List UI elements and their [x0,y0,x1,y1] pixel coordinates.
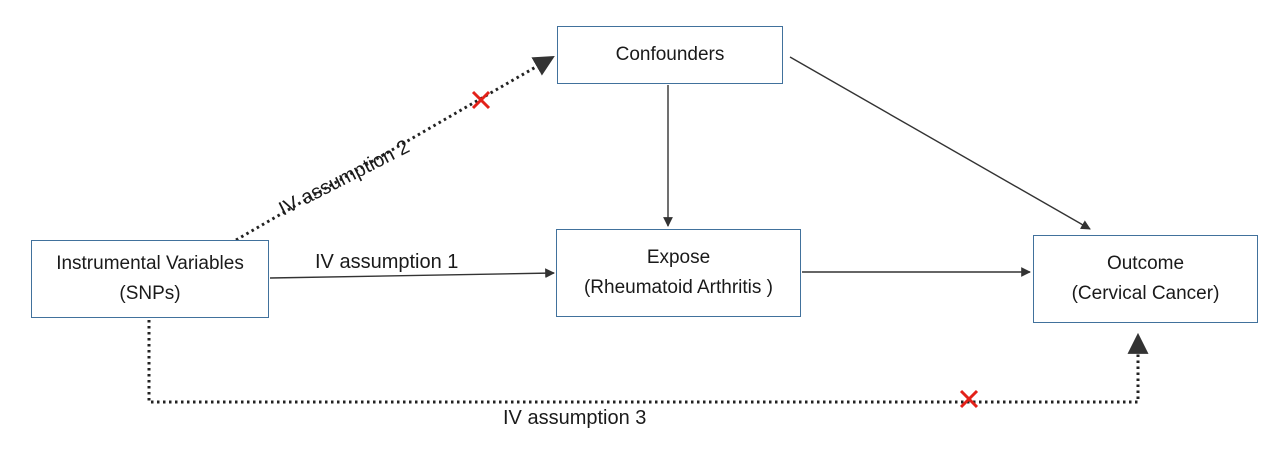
node-iv-label: Instrumental Variables [56,253,244,274]
node-confounders: Confounders [557,26,783,84]
edge-iv-to-confounders-dotted [235,55,555,242]
label-iv-assumption-1: IV assumption 1 [315,251,459,273]
edge-iv-to-outcome-dotted [147,320,1149,404]
node-outcome: Outcome (Cervical Cancer) [1033,235,1258,323]
node-outcome-sublabel: (Cervical Cancer) [1071,283,1220,304]
cross-mark-icon [471,90,491,110]
label-iv-assumption-3: IV assumption 3 [503,407,647,429]
node-instrumental-variables: Instrumental Variables (SNPs) [31,240,269,318]
edge-iv-to-expose [269,268,555,279]
node-expose-label: Expose [646,247,711,268]
node-expose: Expose (Rheumatoid Arthritis ) [556,229,801,317]
node-iv-sublabel: (SNPs) [119,283,181,304]
node-outcome-label: Outcome [1106,253,1185,274]
cross-mark-icon [959,389,979,409]
edge-confounders-to-outcome [789,56,1091,230]
node-expose-sublabel: (Rheumatoid Arthritis ) [583,277,773,298]
node-confounders-label: Confounders [615,44,725,65]
